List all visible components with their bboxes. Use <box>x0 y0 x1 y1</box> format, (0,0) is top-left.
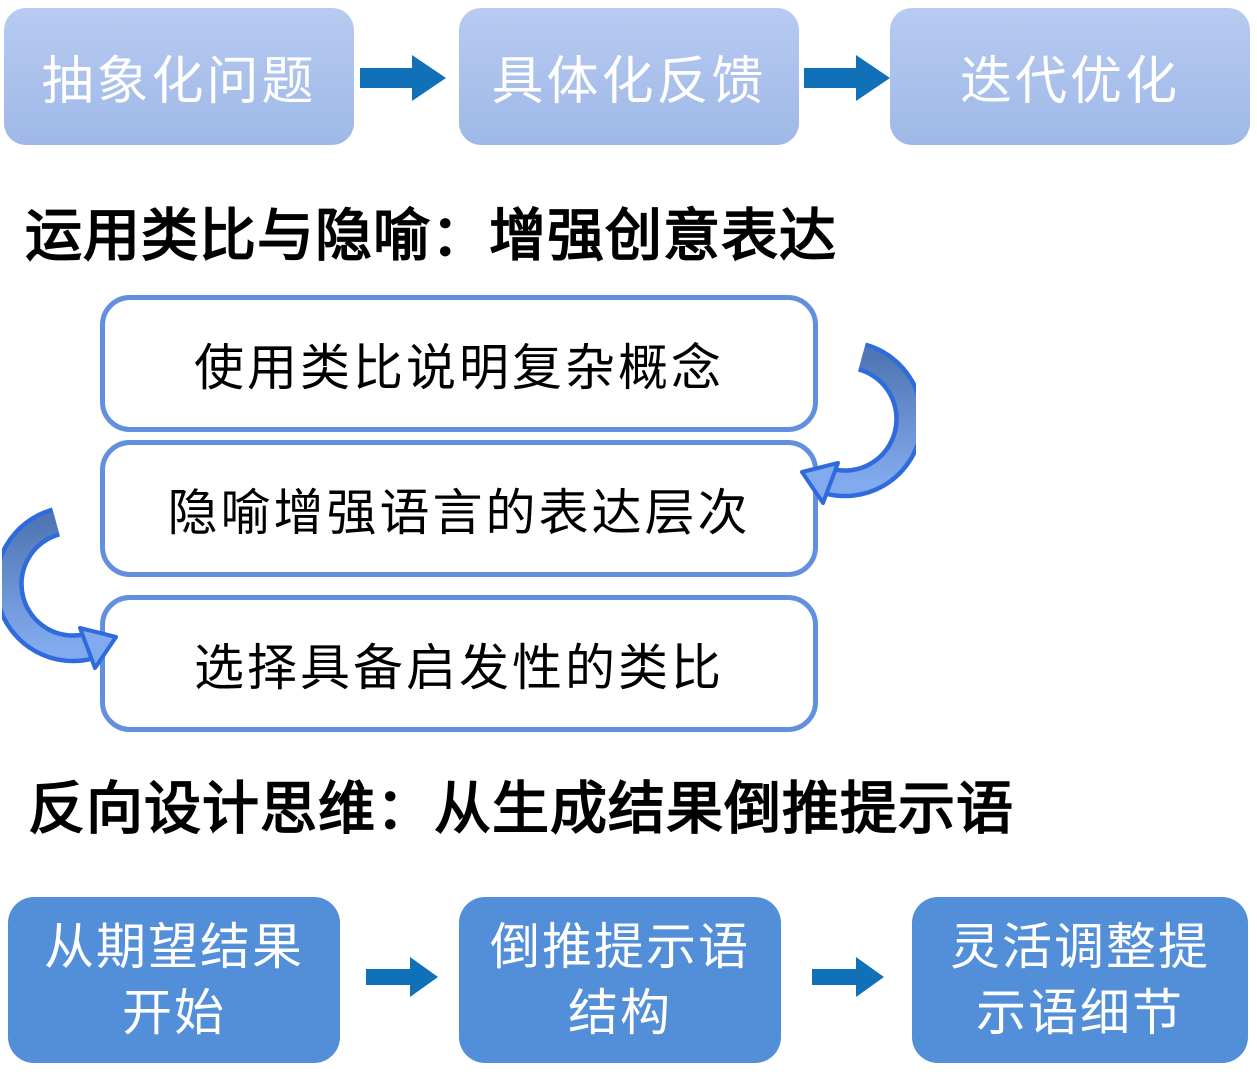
reverse-step-label: 倒推提示语结构 <box>490 919 750 1041</box>
right-arrow-icon <box>804 55 890 101</box>
right-arrow-icon <box>360 55 446 101</box>
flow-node-label: 具体化反馈 <box>491 53 767 111</box>
reverse-step-label: 灵活调整提示语细节 <box>950 919 1210 1041</box>
section-heading-reverse-design: 反向设计思维：从生成结果倒推提示语 <box>28 777 1014 841</box>
curved-arrow-left-icon <box>2 507 118 670</box>
reverse-step-1: 从期望结果开始 <box>8 897 340 1063</box>
reverse-step-2: 倒推提示语结构 <box>459 897 781 1063</box>
flow-node-label: 抽象化问题 <box>41 53 317 111</box>
analogy-step-1: 使用类比说明复杂概念 <box>100 295 818 432</box>
right-arrow-icon <box>366 957 438 997</box>
analogy-step-3: 选择具备启发性的类比 <box>100 595 818 732</box>
reverse-step-label: 从期望结果开始 <box>44 919 304 1041</box>
curved-arrow-right-icon <box>800 342 916 505</box>
flow-node-label: 迭代优化 <box>959 53 1180 111</box>
flow-node-concrete-feedback: 具体化反馈 <box>459 8 799 145</box>
right-arrow-icon <box>812 957 884 997</box>
analogy-step-label: 隐喻增强语言的表达层次 <box>167 484 751 541</box>
analogy-step-label: 使用类比说明复杂概念 <box>194 339 724 396</box>
flow-node-iterative-optimization: 迭代优化 <box>890 8 1250 145</box>
analogy-step-2: 隐喻增强语言的表达层次 <box>100 440 818 577</box>
section-heading-analogy: 运用类比与隐喻：增强创意表达 <box>25 204 837 268</box>
analogy-step-label: 选择具备启发性的类比 <box>194 639 724 696</box>
reverse-step-3: 灵活调整提示语细节 <box>912 897 1248 1063</box>
flow-node-abstract-problem: 抽象化问题 <box>4 8 354 145</box>
